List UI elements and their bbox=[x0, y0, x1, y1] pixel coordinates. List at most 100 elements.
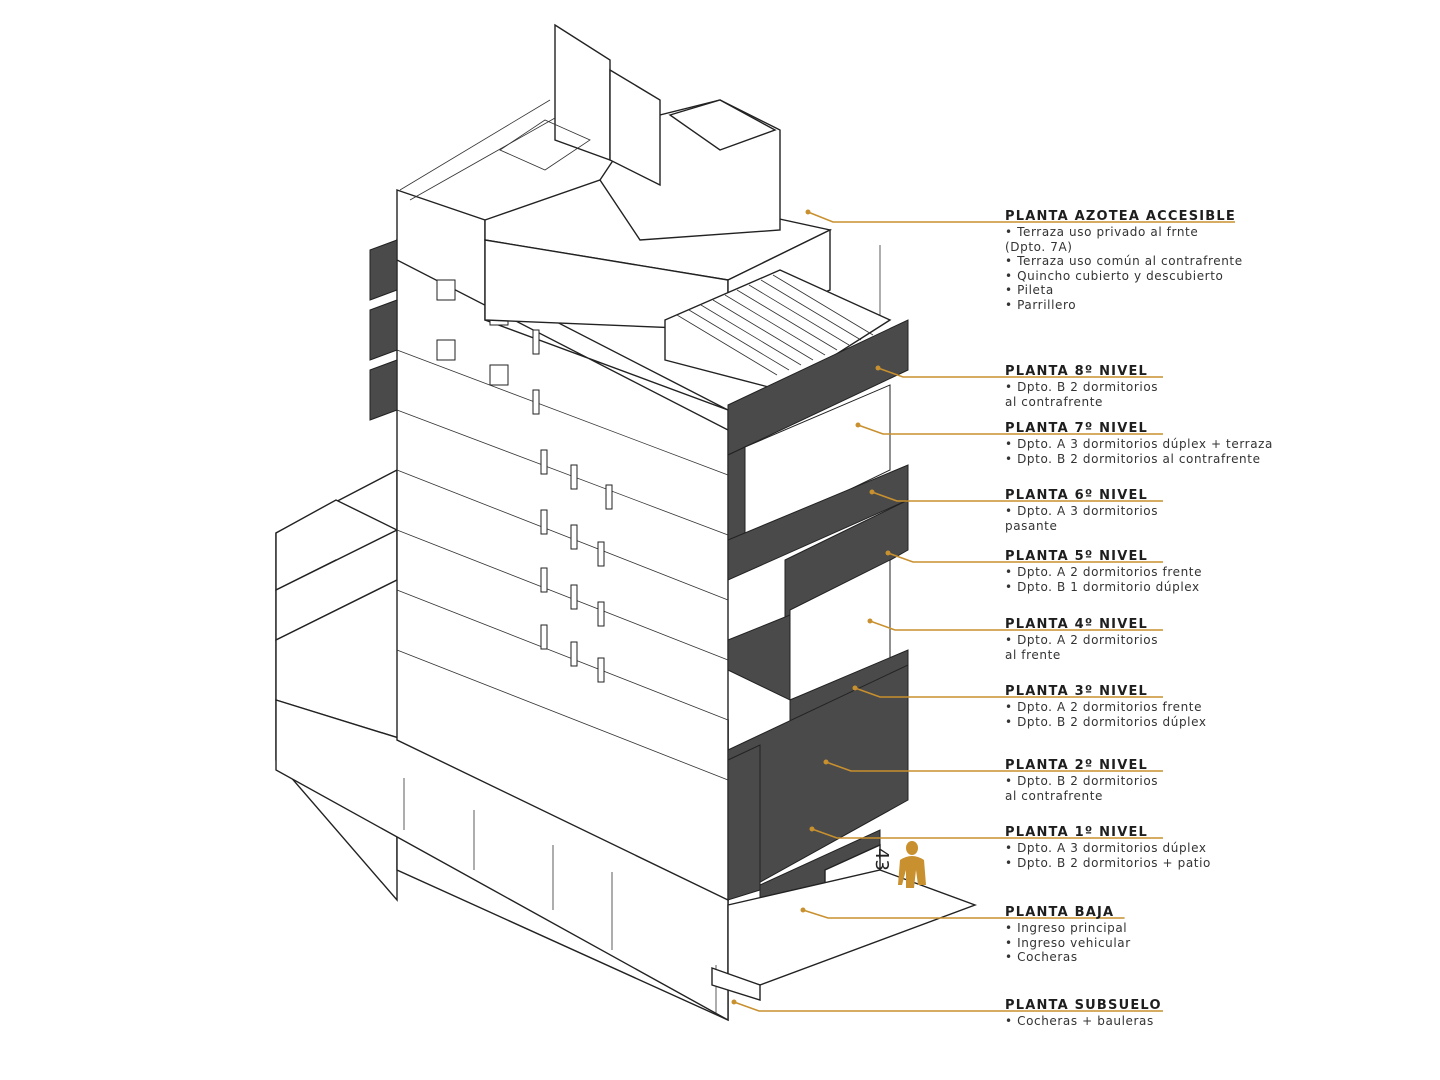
level-title: PLANTA AZOTEA ACCESIBLE bbox=[1005, 209, 1236, 224]
window bbox=[489, 364, 509, 386]
level-description-line: • Parrillero bbox=[1005, 297, 1077, 312]
level-description-line: • Ingreso principal bbox=[1005, 921, 1128, 935]
level-description-line: • Dpto. A 2 dormitorios bbox=[1005, 633, 1159, 647]
level-description-line: • Cocheras bbox=[1005, 950, 1078, 964]
level-title: PLANTA BAJA bbox=[1005, 905, 1115, 920]
level-description-line: pasante bbox=[1005, 518, 1058, 533]
level-description-line: • Dpto. B 2 dormitorios bbox=[1005, 380, 1159, 394]
leader-anchor-dot bbox=[805, 209, 811, 215]
level-label: PLANTA 1º NIVEL• Dpto. A 3 dormitorios d… bbox=[1005, 824, 1425, 870]
tile-line bbox=[772, 274, 874, 336]
level-label: PLANTA 3º NIVEL• Dpto. A 2 dormitorios f… bbox=[1005, 683, 1425, 729]
leader-line bbox=[807, 211, 995, 223]
level-label: PLANTA BAJA• Ingreso principal• Ingreso … bbox=[1005, 904, 1425, 965]
slit-window bbox=[597, 541, 605, 567]
tile-line bbox=[724, 294, 826, 356]
level-title: PLANTA 2º NIVEL bbox=[1005, 758, 1149, 773]
level-description-line: • Dpto. B 2 dormitorios dúplex bbox=[1005, 714, 1207, 729]
leader-anchor-dot bbox=[852, 685, 858, 691]
slit-window bbox=[540, 567, 548, 593]
leader-line bbox=[811, 828, 995, 839]
level-title: PLANTA 1º NIVEL bbox=[1005, 825, 1149, 840]
level-description-line: (Dpto. 7A) bbox=[1005, 239, 1073, 254]
building-number: 43 bbox=[871, 848, 892, 871]
level-description-line: • Cocheras + bauleras bbox=[1005, 1014, 1154, 1028]
level-label: PLANTA SUBSUELO• Cocheras + bauleras bbox=[1005, 997, 1425, 1029]
level-description-line: • Terraza uso privado al frnte bbox=[1005, 225, 1199, 239]
level-title: PLANTA 3º NIVEL bbox=[1005, 684, 1149, 699]
level-description-line: al contrafrente bbox=[1005, 394, 1104, 409]
tile-line bbox=[676, 314, 778, 376]
leader-lines bbox=[731, 209, 1235, 1012]
level-description-line: • Dpto. A 2 dormitorios frente bbox=[1005, 565, 1203, 579]
level-description-line: • Dpto. A 3 dormitorios dúplex bbox=[1005, 841, 1207, 855]
level-description-line: al frente bbox=[1005, 647, 1061, 662]
tile-line bbox=[760, 279, 862, 341]
slit-window bbox=[570, 524, 578, 550]
side-balconies bbox=[369, 239, 398, 421]
slit-window bbox=[597, 657, 605, 683]
leader-line bbox=[877, 367, 995, 378]
tile-line bbox=[688, 309, 790, 371]
level-description-line: • Dpto. A 3 dormitorios dúplex + terraza bbox=[1005, 437, 1273, 451]
slit-window bbox=[570, 641, 578, 667]
level-description-line: • Pileta bbox=[1005, 283, 1054, 297]
person-silhouette-icon bbox=[898, 841, 926, 888]
level-description-line: • Dpto. B 1 dormitorio dúplex bbox=[1005, 579, 1200, 594]
tile-line bbox=[748, 284, 850, 346]
leader-anchor-dot bbox=[823, 759, 829, 765]
leader-anchor-dot bbox=[855, 422, 861, 428]
tile-line bbox=[700, 304, 802, 366]
leader-anchor-dot bbox=[885, 550, 891, 556]
level-title: PLANTA 4º NIVEL bbox=[1005, 617, 1149, 632]
level-description-line: • Dpto. A 3 dormitorios bbox=[1005, 504, 1159, 518]
slit-window bbox=[532, 389, 540, 415]
level-description-line: • Quincho cubierto y descubierto bbox=[1005, 268, 1224, 283]
level-description-line: al contrafrente bbox=[1005, 788, 1104, 803]
level-title: PLANTA 8º NIVEL bbox=[1005, 364, 1149, 379]
level-title: PLANTA 7º NIVEL bbox=[1005, 421, 1149, 436]
ground-plaza bbox=[711, 869, 978, 1001]
level-description-line: • Dpto. B 2 dormitorios bbox=[1005, 774, 1159, 788]
leader-anchor-dot bbox=[731, 999, 737, 1005]
leader-anchor-dot bbox=[867, 618, 873, 624]
level-description-line: • Dpto. A 2 dormitorios frente bbox=[1005, 700, 1203, 714]
slit-window bbox=[540, 449, 548, 475]
leader-line bbox=[733, 1001, 995, 1012]
tile-line bbox=[712, 299, 814, 361]
leader-line bbox=[887, 552, 995, 563]
level-label: PLANTA 5º NIVEL• Dpto. A 2 dormitorios f… bbox=[1005, 548, 1425, 594]
leader-anchor-dot bbox=[869, 489, 875, 495]
leader-line bbox=[825, 761, 995, 772]
roof-structures bbox=[399, 23, 881, 332]
level-title: PLANTA 5º NIVEL bbox=[1005, 549, 1149, 564]
leader-line bbox=[869, 620, 995, 631]
leader-line bbox=[857, 424, 995, 435]
level-description-line: • Terraza uso común al contrafrente bbox=[1005, 254, 1243, 268]
window bbox=[436, 339, 456, 361]
level-description-line: • Dpto. B 2 dormitorios + patio bbox=[1005, 855, 1211, 870]
level-label: PLANTA 7º NIVEL• Dpto. A 3 dormitorios d… bbox=[1005, 420, 1425, 466]
slit-window bbox=[540, 624, 548, 650]
level-label: PLANTA AZOTEA ACCESIBLE• Terraza uso pri… bbox=[1005, 208, 1425, 312]
leader-line bbox=[871, 491, 995, 502]
level-description-line: • Dpto. B 2 dormitorios al contrafrente bbox=[1005, 451, 1261, 466]
leader-anchor-dot bbox=[875, 365, 881, 371]
leader-anchor-dot bbox=[809, 826, 815, 832]
leader-line bbox=[854, 687, 995, 698]
slit-window bbox=[540, 509, 548, 535]
leader-line bbox=[802, 909, 995, 919]
window bbox=[436, 279, 456, 301]
slit-window bbox=[605, 484, 613, 510]
level-description-line: • Ingreso vehicular bbox=[1005, 935, 1131, 950]
leader-anchor-dot bbox=[800, 907, 806, 913]
slit-window bbox=[532, 329, 540, 355]
slit-window bbox=[570, 464, 578, 490]
tile-line bbox=[736, 289, 838, 351]
